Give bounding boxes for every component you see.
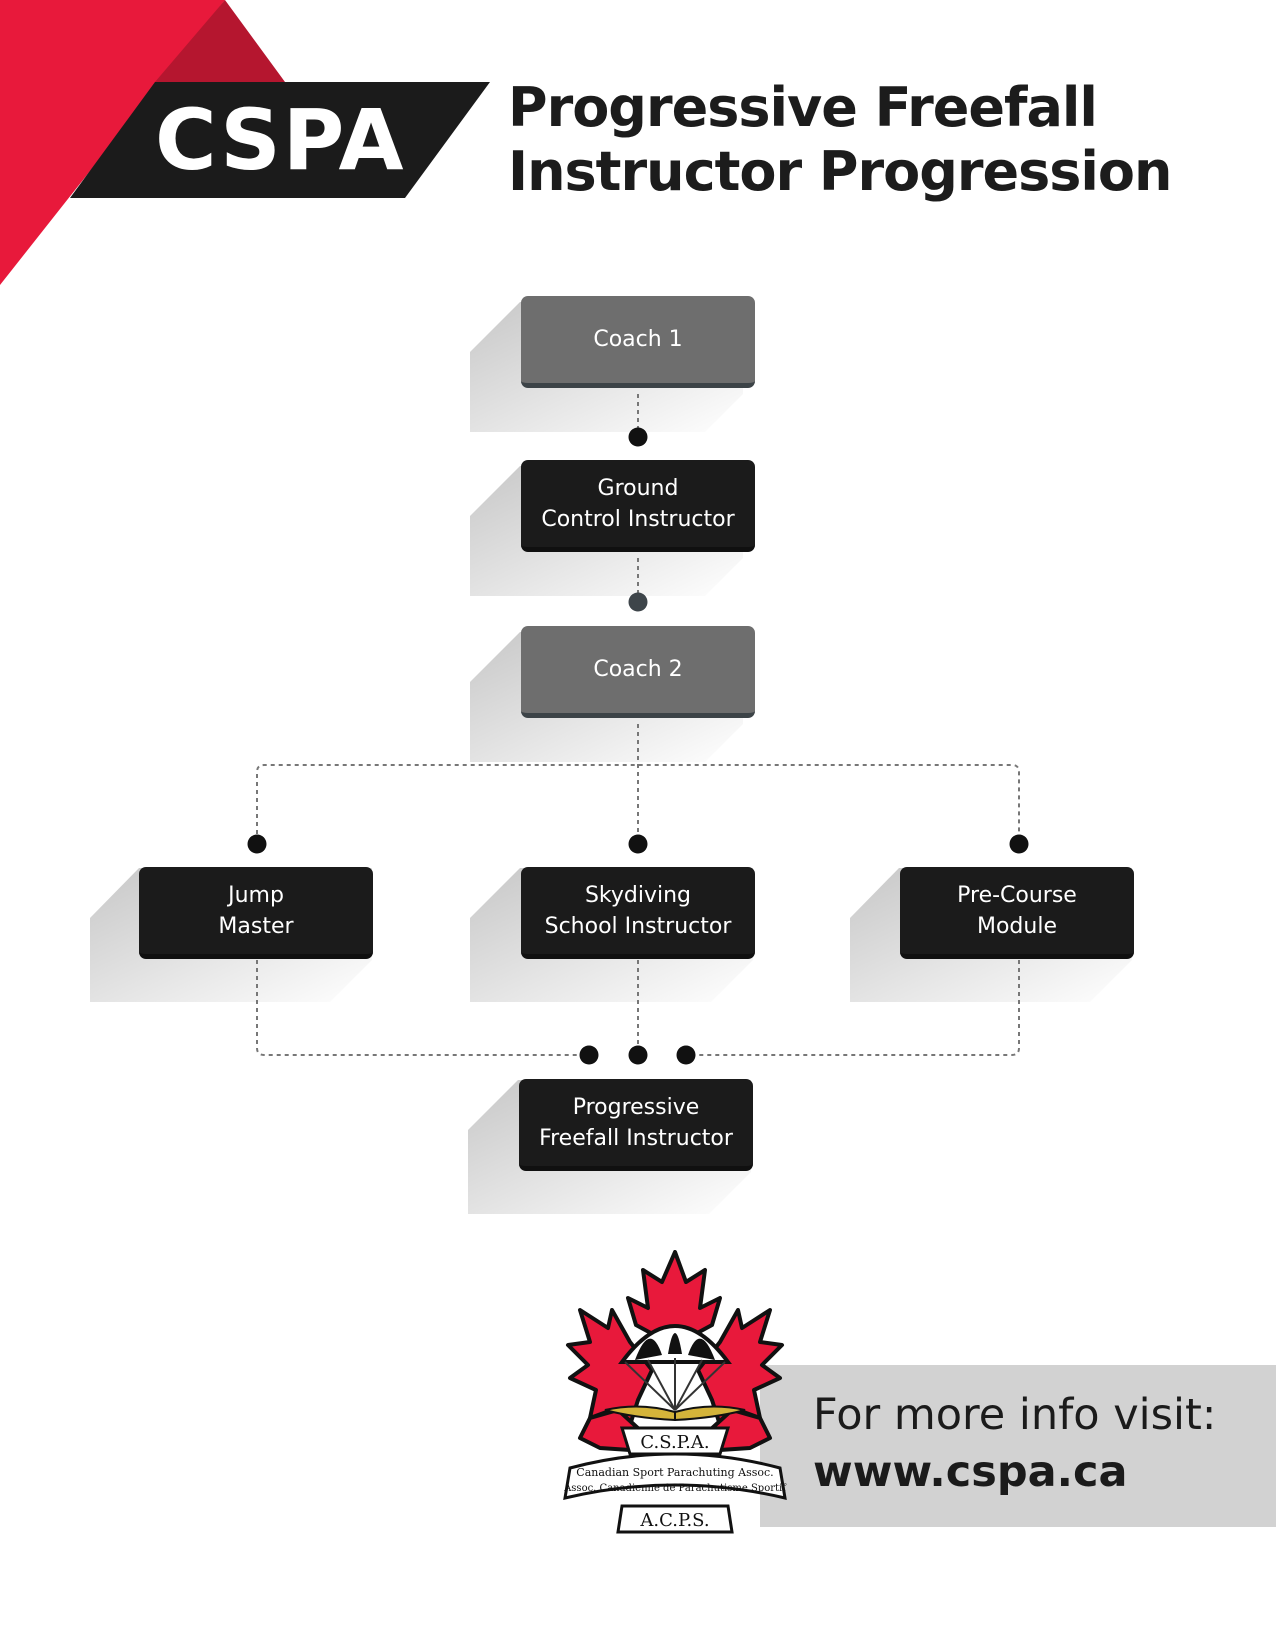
connector-dot [1009,834,1029,854]
node-coach-2: Coach 2 [521,626,755,718]
node-progressive-freefall-instructor: Progressive Freefall Instructor [519,1079,753,1171]
footer-website-link[interactable]: www.cspa.ca [813,1447,1128,1497]
node-shadows [90,302,1132,1214]
node-label-line-2: Freefall Instructor [539,1125,733,1151]
node-label: Coach 1 [593,327,683,352]
parachute-icon [618,1324,732,1411]
logo-name-fr: Assoc. Canadienne de Parachutisme Sporti… [563,1483,787,1494]
connector-dot [628,427,648,447]
connector-dot [579,1045,599,1065]
node-label-line-1: Jump [228,882,284,908]
connector-dot [628,592,648,612]
node-label: Coach 2 [593,657,683,682]
connector-dot [676,1045,696,1065]
node-label-line-2: School Instructor [544,913,732,939]
node-label-line-2: Control Instructor [541,506,735,532]
node-jump-master: Jump Master [139,867,373,959]
connector-dots [247,427,1029,1065]
connector-dot [628,1045,648,1065]
header-graphic [0,0,490,285]
logo-abbrev-en: C.S.P.A. [640,1432,709,1453]
footer-info-panel [760,1365,1276,1527]
node-label-line-1: Ground [597,475,679,501]
node-coach-1: Coach 1 [521,296,755,388]
black-banner [70,82,490,198]
node-label-line-2: Master [218,913,294,939]
node-pre-course-module: Pre-Course Module [900,867,1134,959]
node-label-line-1: Skydiving [584,882,692,908]
brand-logo-text: CSPA [155,91,406,189]
logo-name-en: Canadian Sport Parachuting Assoc. [576,1466,773,1479]
logo-abbrev-fr: A.C.P.S. [639,1510,709,1531]
title-line-2: Instructor Progression [508,140,1172,203]
footer-info-label: For more info visit: [813,1390,1217,1440]
dark-red-accent [155,0,285,82]
node-label-line-1: Pre-Course [957,882,1077,908]
crest-banners: C.S.P.A. Canadian Sport Parachuting Asso… [563,1426,787,1534]
node-label-line-2: Module [976,913,1057,939]
node-ground-control-instructor: Ground Control Instructor [521,460,755,552]
cspa-crest-logo: C.S.P.A. Canadian Sport Parachuting Asso… [563,1250,787,1534]
page-title: Progressive Freefall Instructor Progress… [508,76,1248,204]
title-line-1: Progressive Freefall [508,76,1098,139]
wings-icon [604,1405,746,1422]
node-skydiving-school-instructor: Skydiving School Instructor [521,867,755,959]
connector-dot [247,834,267,854]
node-label-line-1: Progressive [572,1094,700,1120]
connector-dot [628,834,648,854]
